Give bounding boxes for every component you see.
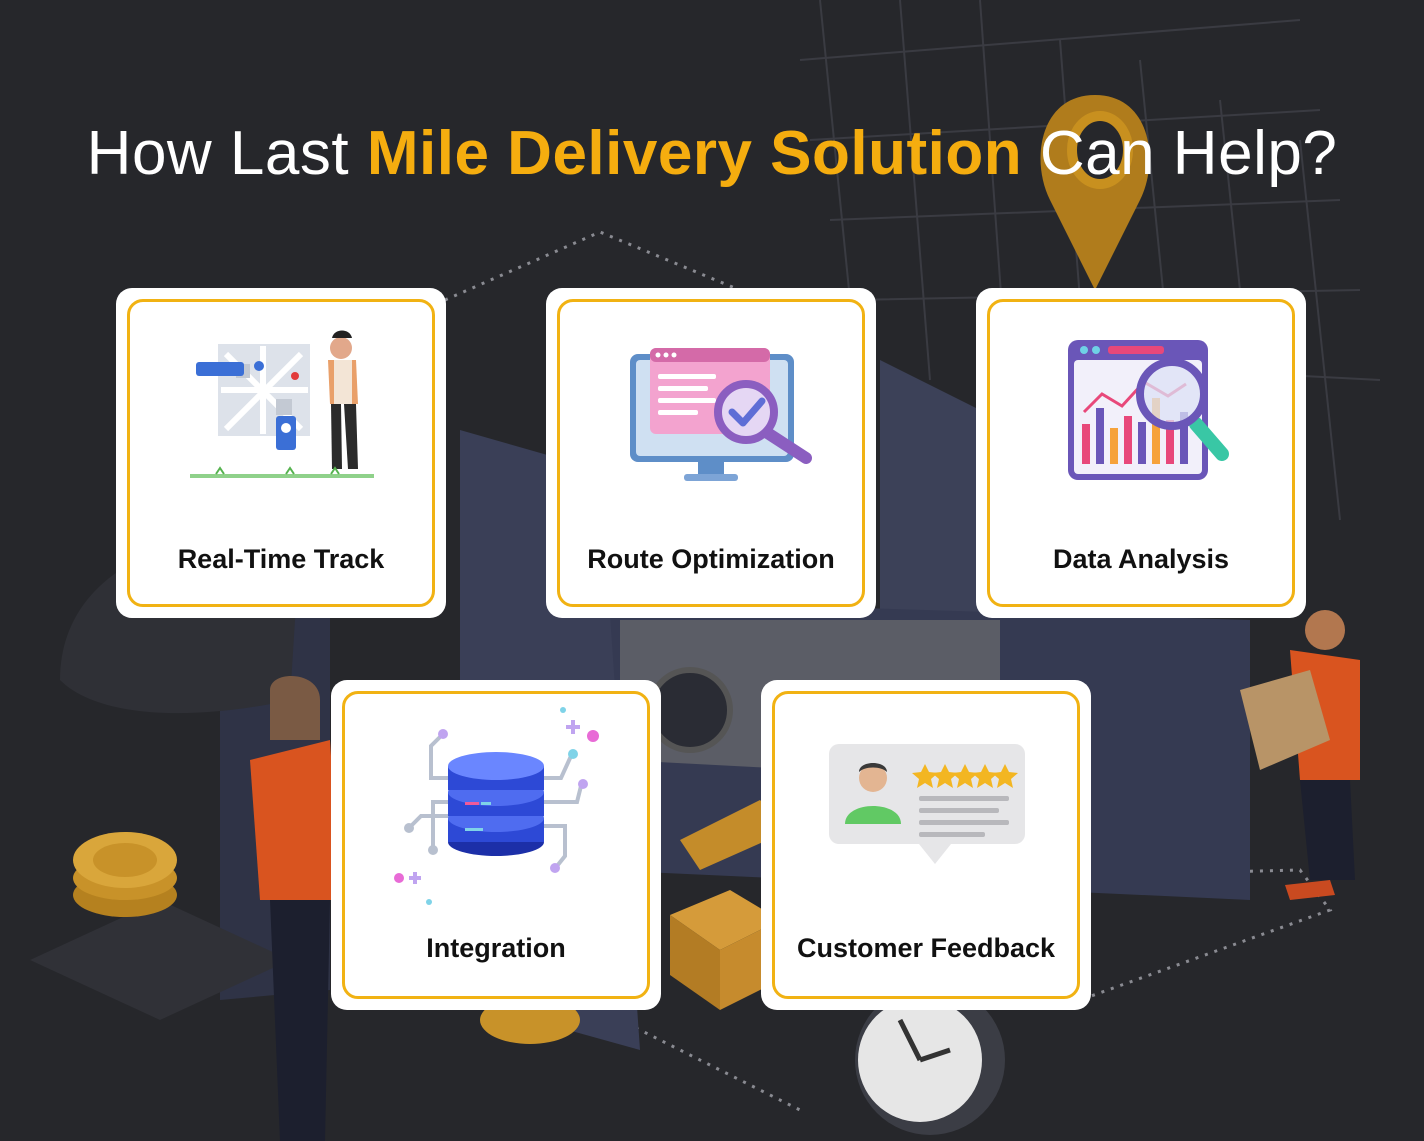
card-border bbox=[987, 299, 1295, 607]
card-data-analysis: Data Analysis bbox=[976, 288, 1306, 618]
map-tracking-icon bbox=[190, 330, 374, 478]
card-border bbox=[342, 691, 650, 999]
card-customer-feedback: Customer Feedback bbox=[761, 680, 1091, 1010]
server-stack-icon bbox=[394, 707, 599, 905]
card-label: Route Optimization bbox=[587, 544, 835, 574]
card-border bbox=[557, 299, 865, 607]
page-title: How Last Mile Delivery Solution Can Help… bbox=[0, 118, 1424, 189]
review-stars-icon bbox=[829, 744, 1025, 864]
card-route-optimization: Route Optimization bbox=[546, 288, 876, 618]
title-prefix: How Last bbox=[86, 119, 350, 188]
card-border bbox=[127, 299, 435, 607]
chart-magnifier-icon bbox=[1068, 340, 1229, 480]
card-real-time-track: Real-Time Track bbox=[116, 288, 446, 618]
location-pin-icon bbox=[1040, 95, 1150, 290]
card-label: Real-Time Track bbox=[177, 544, 385, 574]
floor-tile bbox=[30, 900, 290, 1020]
coin-stack-icon bbox=[73, 832, 177, 917]
title-highlight: Mile Delivery Solution bbox=[366, 119, 1023, 188]
card-label: Integration bbox=[426, 933, 566, 963]
card-label: Data Analysis bbox=[1052, 544, 1230, 574]
card-integration: Integration bbox=[331, 680, 661, 1010]
delivery-man-figure bbox=[1240, 610, 1360, 900]
title-suffix: Can Help? bbox=[1039, 119, 1338, 188]
dotted-route bbox=[444, 230, 1333, 1112]
card-border bbox=[772, 691, 1080, 999]
card-label: Customer Feedback bbox=[796, 933, 1056, 963]
woman-figure bbox=[250, 676, 340, 1141]
clock-icon bbox=[855, 985, 1005, 1135]
monitor-search-icon bbox=[630, 348, 812, 481]
